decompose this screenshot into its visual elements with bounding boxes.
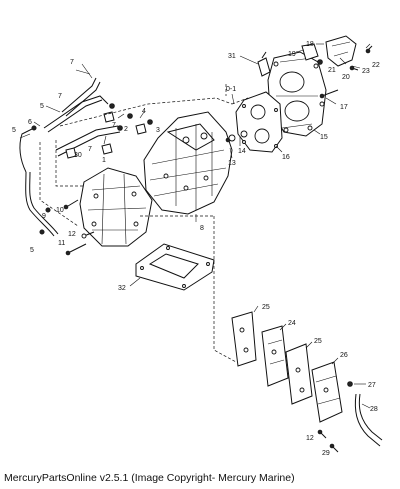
callout-3: 3 — [156, 127, 160, 134]
callout-6: 6 — [28, 119, 32, 126]
callout-7b: 7 — [58, 93, 62, 100]
callout-25b: 25 — [314, 338, 322, 345]
callout-20: 20 — [342, 74, 350, 81]
callout-5a: 5 — [40, 103, 44, 110]
callout-12b: 12 — [306, 435, 314, 442]
callout-24: 24 — [288, 320, 296, 327]
callout-22: 22 — [372, 62, 380, 69]
image-copyright-caption: MercuryPartsOnline v2.5.1 (Image Copyrig… — [4, 472, 295, 484]
crankcase-cover — [79, 167, 153, 247]
fasteners-left — [63, 199, 95, 256]
callout-29: 29 — [322, 450, 330, 457]
callout-8: 8 — [200, 225, 204, 232]
callout-30: 30 — [74, 152, 82, 159]
callout-14: 14 — [238, 148, 246, 155]
callout-16: 16 — [282, 154, 290, 161]
thermostat-housing — [301, 35, 357, 67]
fittings — [65, 111, 147, 159]
callout-0-1: 0-1 — [226, 86, 236, 93]
spark-plug — [257, 51, 271, 77]
callout-23: 23 — [362, 68, 370, 75]
locating-pins — [228, 130, 248, 142]
callout-32: 32 — [118, 285, 126, 292]
exhaust-cover-gasket — [285, 343, 313, 405]
callout-13: 13 — [228, 160, 236, 167]
callout-5c: 5 — [30, 247, 34, 254]
callout-19: 19 — [288, 51, 296, 58]
callout-4: 4 — [142, 108, 146, 115]
exploded-parts-diagram: 31 19 18 22 20 23 21 17 15 16 13 14 0-1 … — [12, 35, 383, 457]
cylinder-block — [143, 111, 233, 215]
callout-7c: 7 — [88, 146, 92, 153]
callout-26: 26 — [340, 352, 348, 359]
callout-2: 2 — [124, 126, 128, 133]
intake-gasket — [135, 243, 215, 291]
callout-21: 21 — [328, 67, 336, 74]
callout-7a: 7 — [70, 59, 74, 66]
head-gasket — [235, 91, 283, 153]
callout-11: 11 — [58, 240, 65, 247]
callout-9: 9 — [42, 213, 46, 220]
transfer-port-cover-gasket — [231, 311, 257, 367]
callout-1: 1 — [102, 157, 106, 164]
callout-10: 10 — [56, 207, 64, 214]
callout-12a: 12 — [68, 231, 76, 238]
transfer-port-cover — [261, 325, 289, 387]
callout-numbers: 31 19 18 22 20 23 21 17 15 16 13 14 0-1 … — [12, 41, 380, 457]
cylinder-head — [267, 51, 327, 137]
head-bolts — [319, 45, 373, 99]
callout-15: 15 — [320, 134, 328, 141]
callout-17: 17 — [340, 104, 348, 111]
callout-25a: 25 — [262, 304, 270, 311]
callout-28: 28 — [370, 406, 378, 413]
water-fitting-hose — [317, 381, 383, 453]
callout-5b: 5 — [12, 127, 16, 134]
callout-18: 18 — [306, 41, 314, 48]
callout-31: 31 — [228, 53, 236, 60]
callout-27: 27 — [368, 382, 376, 389]
reference-lines — [39, 84, 249, 363]
leader-lines — [19, 43, 371, 409]
callout-7d: 7 — [112, 122, 116, 129]
exhaust-cover — [311, 361, 343, 423]
